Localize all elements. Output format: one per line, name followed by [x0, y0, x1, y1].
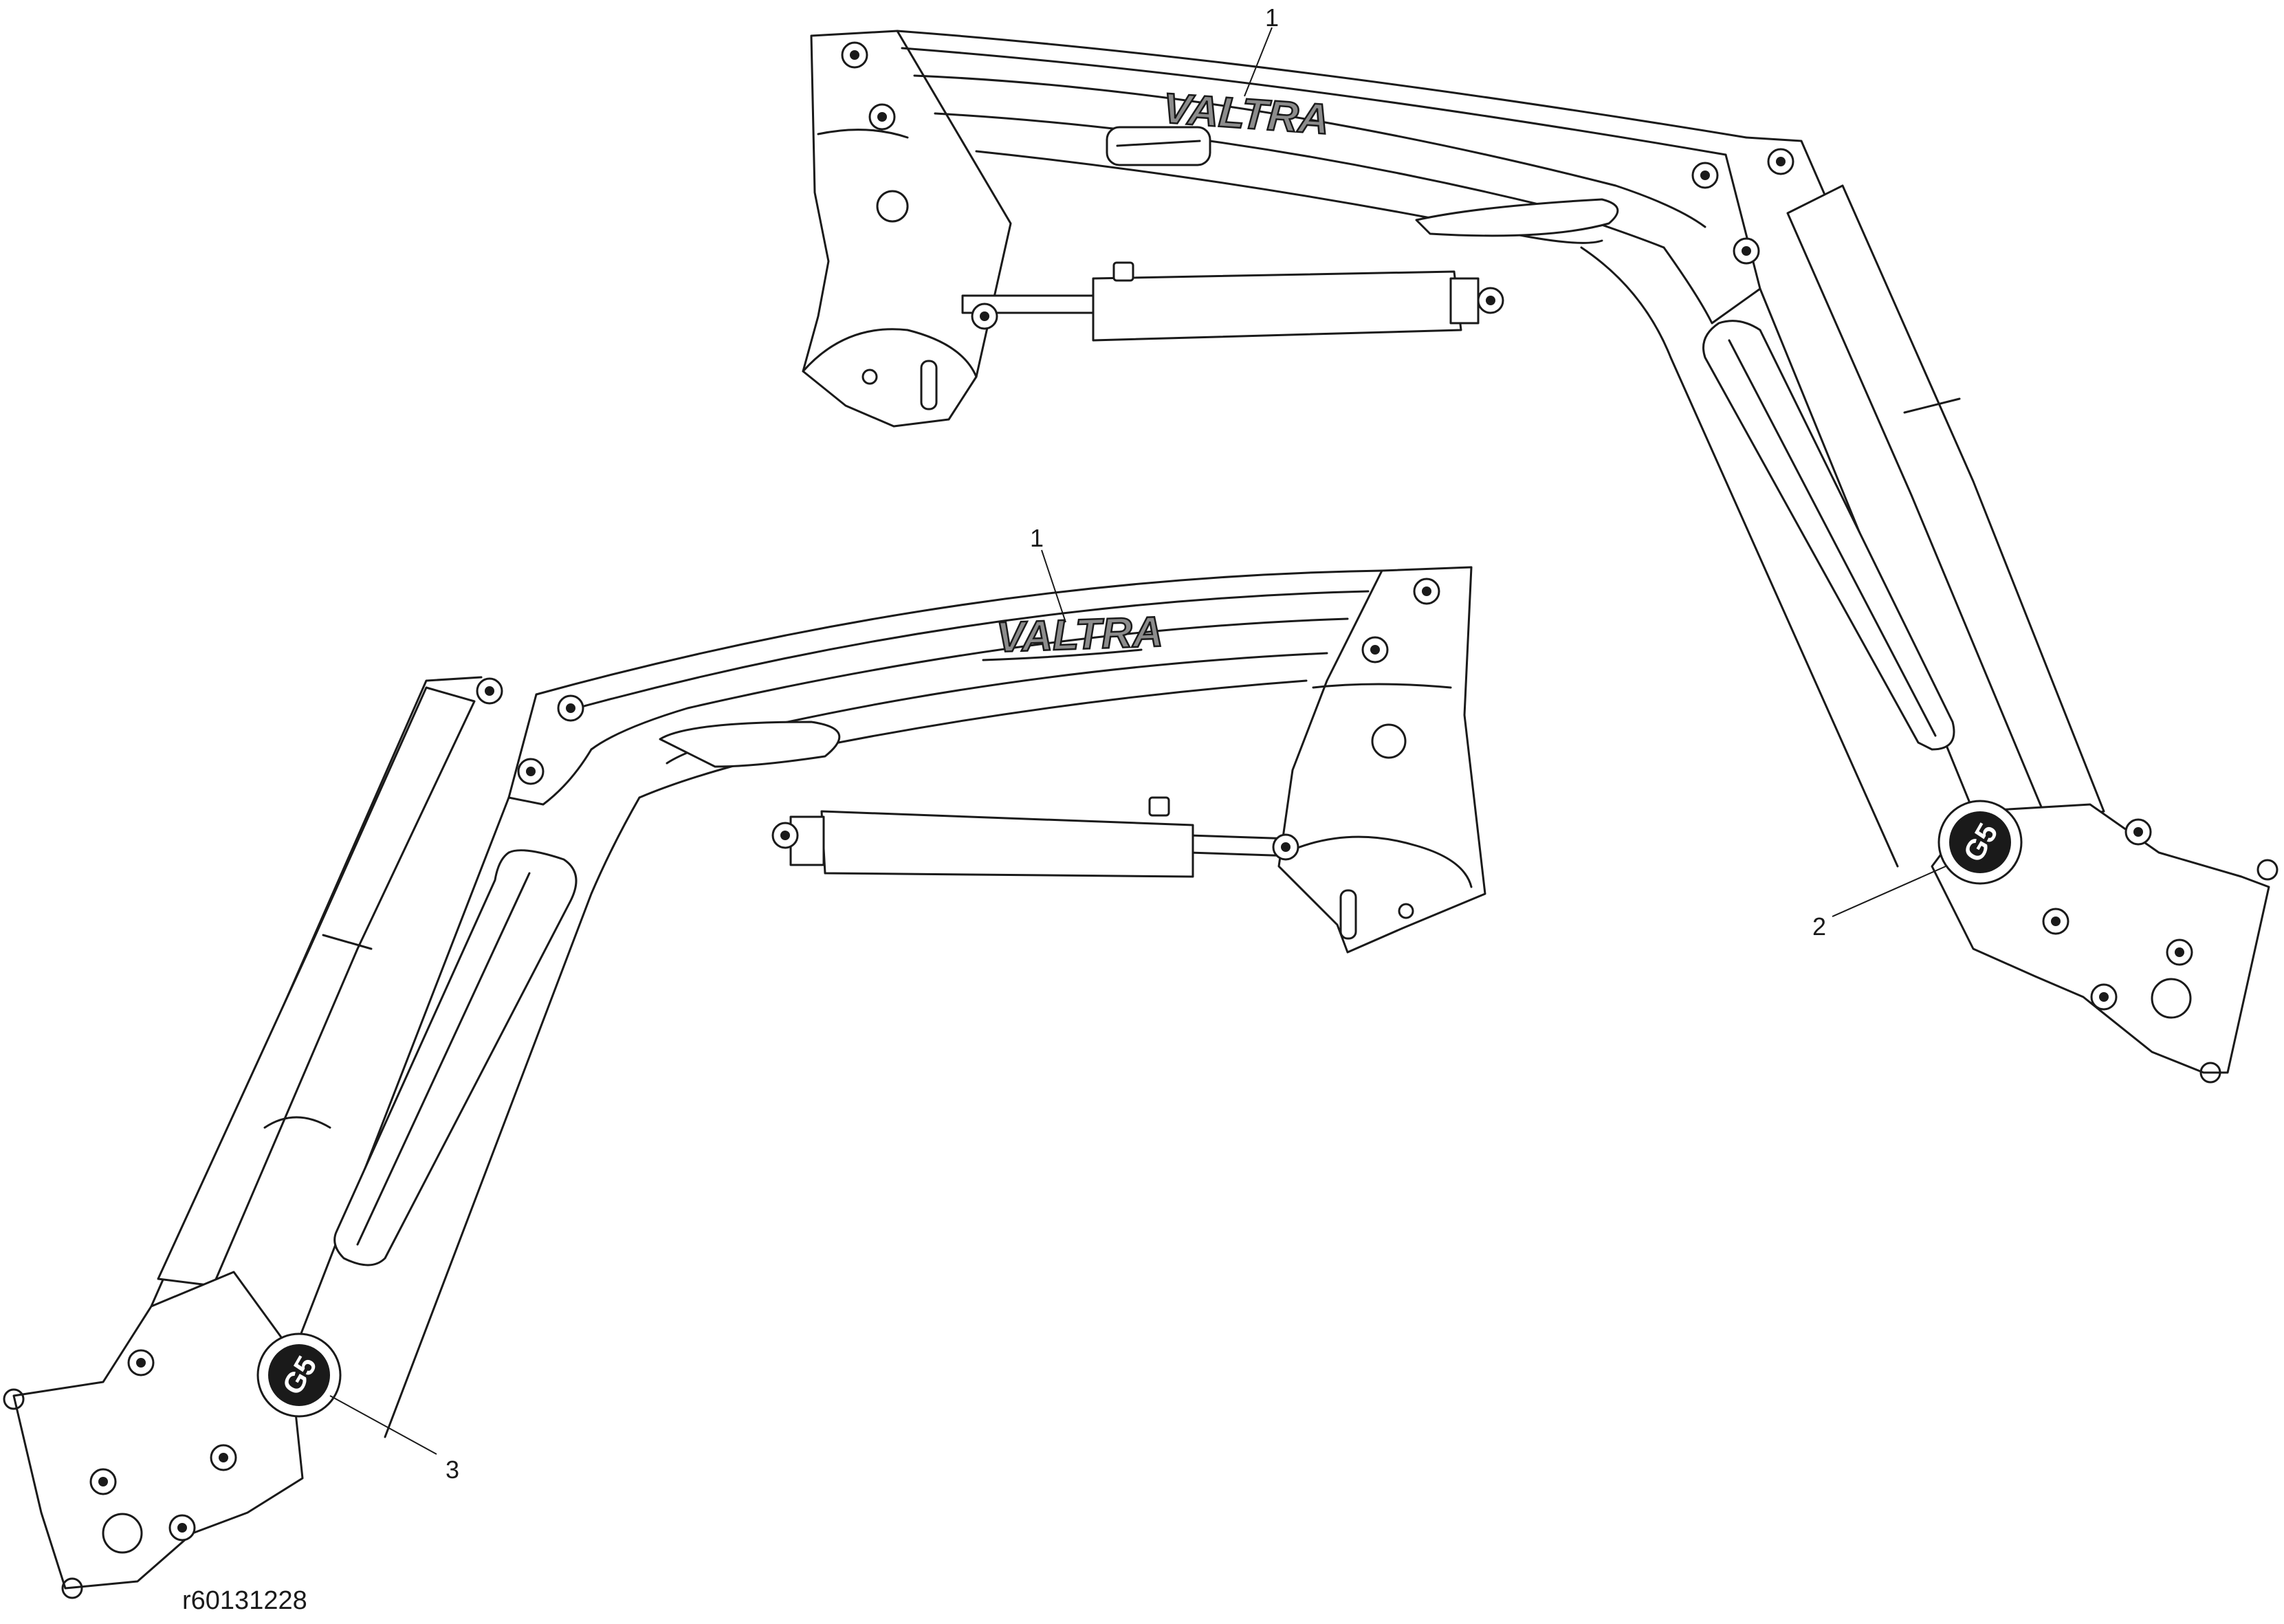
callout-number: 1	[1265, 3, 1279, 32]
lower-g5-badge: G5	[256, 1332, 342, 1418]
lower-bolts	[89, 578, 1440, 1541]
upper-bolts	[841, 41, 2193, 1011]
callout-1-lower: 1	[1030, 524, 1066, 623]
upper-g5-badge: G5	[1937, 800, 2023, 885]
figure-id: r60131228	[182, 1586, 307, 1615]
lower-valtra-logo: VALTRA	[996, 608, 1163, 661]
callout-1-upper: 1	[1244, 3, 1279, 97]
callout-number: 2	[1812, 912, 1826, 941]
callout-3: 3	[329, 1395, 459, 1484]
upper-loader-arm: G5 VALTRA	[802, 30, 2278, 1084]
callout-number: 1	[1030, 524, 1044, 552]
callout-2: 2	[1812, 866, 1946, 941]
lower-loader-arm: G5 VALTRA	[3, 566, 1486, 1599]
callout-number: 3	[446, 1456, 459, 1484]
